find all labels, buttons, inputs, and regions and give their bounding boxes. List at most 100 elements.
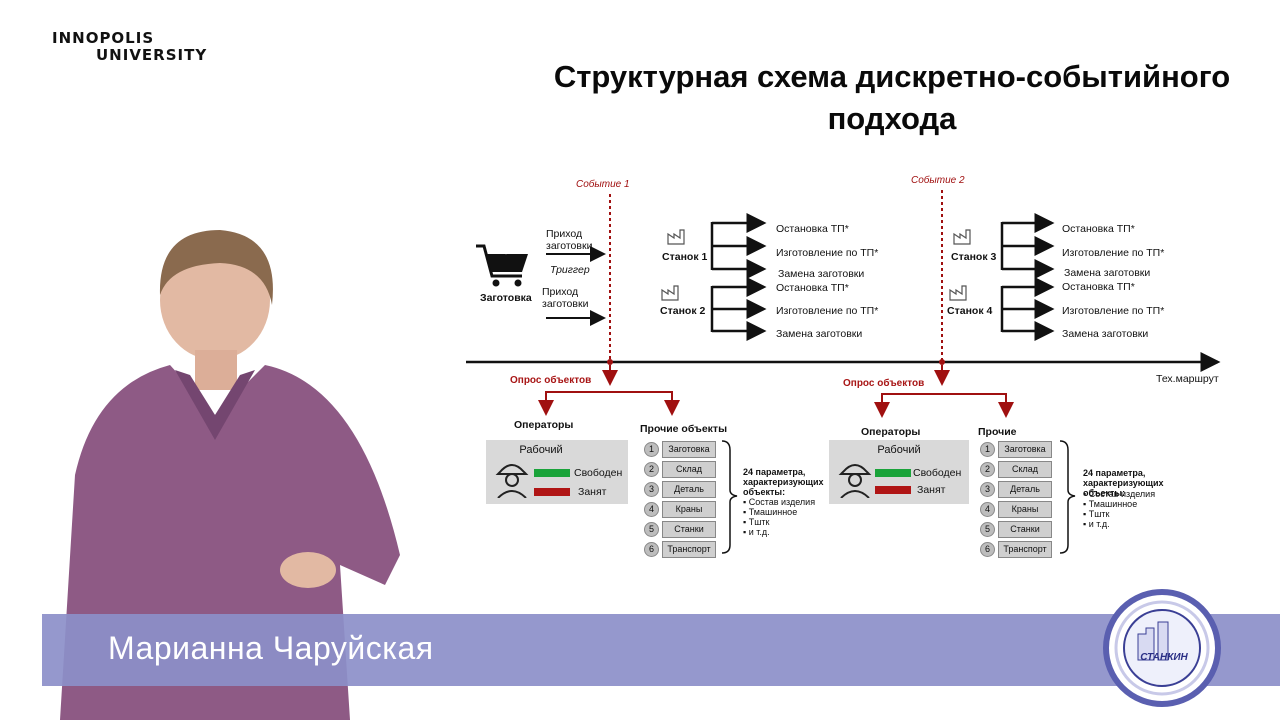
right-params-title: 24 параметра, характеризующих объекты:	[1083, 468, 1164, 498]
title-line1: Структурная схема дискретно-событийного	[553, 59, 1231, 94]
rpt-2: объекты:	[1083, 488, 1126, 498]
num-3: 3	[980, 482, 995, 497]
rp-1: Тмашинное	[1088, 499, 1138, 509]
stankin-badge	[1103, 589, 1221, 707]
timeline-label: Тех.маршрут	[1156, 373, 1219, 385]
lp-0: Состав изделия	[748, 497, 816, 507]
lower-third-bar	[42, 614, 1280, 686]
left-busy-indicator	[534, 488, 570, 496]
logo-line2: UNIVERSITY	[96, 46, 208, 64]
machine4-fork	[1000, 277, 1055, 341]
right-split-line	[881, 393, 1007, 414]
num-5: 5	[980, 522, 995, 537]
machine3-name: Станок 3	[951, 251, 997, 263]
speaker-name: Марианна Чаруйская	[108, 630, 434, 666]
right-operators-heading: Операторы	[861, 426, 921, 438]
arrival2-label: Приход заготовки	[542, 286, 588, 310]
m1-out-make: Изготовление по ТП*	[776, 247, 879, 259]
left-free-indicator	[534, 469, 570, 477]
left-params-list: ▪ Состав изделия ▪ Тмашинное ▪ Тштк ▪ и …	[743, 497, 815, 537]
m2-out-stop: Остановка ТП*	[776, 282, 849, 294]
machine1-fork	[710, 213, 767, 279]
list-item: ▪ и т.д.	[743, 527, 770, 537]
right-item-4: Станки	[998, 521, 1052, 538]
left-item-0: Заготовка	[662, 441, 716, 458]
left-operators-heading: Операторы	[514, 419, 574, 431]
lpt-0: 24 параметра,	[743, 467, 806, 477]
left-worker-card: Рабочий Свободен Занят	[486, 440, 628, 504]
arrival1-line1: Приход	[546, 228, 583, 240]
m1-out-stop: Остановка ТП*	[776, 223, 849, 235]
worker-helmet-icon	[838, 464, 872, 498]
num-1: 1	[644, 442, 659, 457]
innopolis-logo: INNOPOLIS UNIVERSITY	[52, 30, 207, 64]
m4-out-make: Изготовление по ТП*	[1062, 305, 1165, 317]
left-others-heading: Прочие объекты	[640, 423, 728, 435]
m3-out-stop: Остановка ТП*	[1062, 223, 1135, 235]
list-item: ▪ Состав изделия	[743, 497, 816, 507]
arrival2-line1: Приход	[542, 286, 579, 298]
left-params-title: 24 параметра, характеризующих объекты:	[743, 467, 824, 497]
right-item-5: Транспорт	[998, 541, 1052, 558]
arrival2-line2: заготовки	[542, 298, 589, 310]
right-worker-card: Рабочий Свободен Занят	[829, 440, 969, 504]
m2-out-replace: Замена заготовки	[776, 328, 863, 340]
left-split-line	[545, 391, 673, 412]
factory-icon-1	[667, 229, 685, 245]
m3-out-replace: Замена заготовки	[1064, 267, 1151, 279]
left-item-2: Деталь	[662, 481, 716, 498]
left-free-label: Свободен	[574, 467, 623, 479]
left-item-1: Склад	[662, 461, 716, 478]
event1-label: Событие 1	[576, 179, 630, 190]
num-6: 6	[644, 542, 659, 557]
right-free-label: Свободен	[913, 467, 962, 479]
right-item-0: Заготовка	[998, 441, 1052, 458]
m4-out-stop: Остановка ТП*	[1062, 281, 1135, 293]
left-item-5: Транспорт	[662, 541, 716, 558]
list-item: ▪ Тштк	[743, 517, 770, 527]
list-item: ▪ и т.д.	[1083, 519, 1110, 529]
lpt-1: характеризующих	[743, 477, 824, 487]
rpt-0: 24 параметра,	[1083, 468, 1146, 478]
num-1: 1	[980, 442, 995, 457]
right-params-list: ▪ Состав изделия ▪ Тмашинное ▪ Тштк ▪ и …	[1083, 489, 1155, 529]
cart-icon	[476, 240, 528, 287]
num-4: 4	[644, 502, 659, 517]
list-item: ▪ Тмашинное	[743, 507, 798, 517]
right-busy-label: Занят	[917, 484, 946, 496]
machine2-fork	[710, 277, 767, 341]
rp-2: Тштк	[1088, 509, 1110, 519]
left-worker-title: Рабочий	[519, 444, 563, 456]
rp-0: Состав изделия	[1088, 489, 1156, 499]
trigger-label: Триггер	[550, 264, 590, 276]
lp-3: и т.д.	[748, 527, 770, 537]
list-item: ▪ Тштк	[1083, 509, 1110, 519]
worker-helmet-icon	[495, 464, 529, 498]
list-item: ▪ Тмашинное	[1083, 499, 1138, 509]
num-2: 2	[980, 462, 995, 477]
num-4: 4	[980, 502, 995, 517]
right-busy-indicator	[875, 486, 911, 494]
machine3-fork	[1000, 213, 1055, 279]
list-item: ▪ Состав изделия	[1083, 489, 1156, 499]
factory-icon-3	[953, 229, 971, 245]
right-poll-label: Опрос объектов	[843, 378, 925, 389]
slide-title: Структурная схема дискретно-событийного …	[520, 56, 1264, 140]
event2-dot	[939, 359, 945, 365]
right-item-3: Краны	[998, 501, 1052, 518]
title-line2: подхода	[827, 101, 957, 136]
event1-dot	[607, 359, 613, 365]
num-3: 3	[644, 482, 659, 497]
stankin-badge-text: СТАНКИН	[1140, 652, 1188, 663]
